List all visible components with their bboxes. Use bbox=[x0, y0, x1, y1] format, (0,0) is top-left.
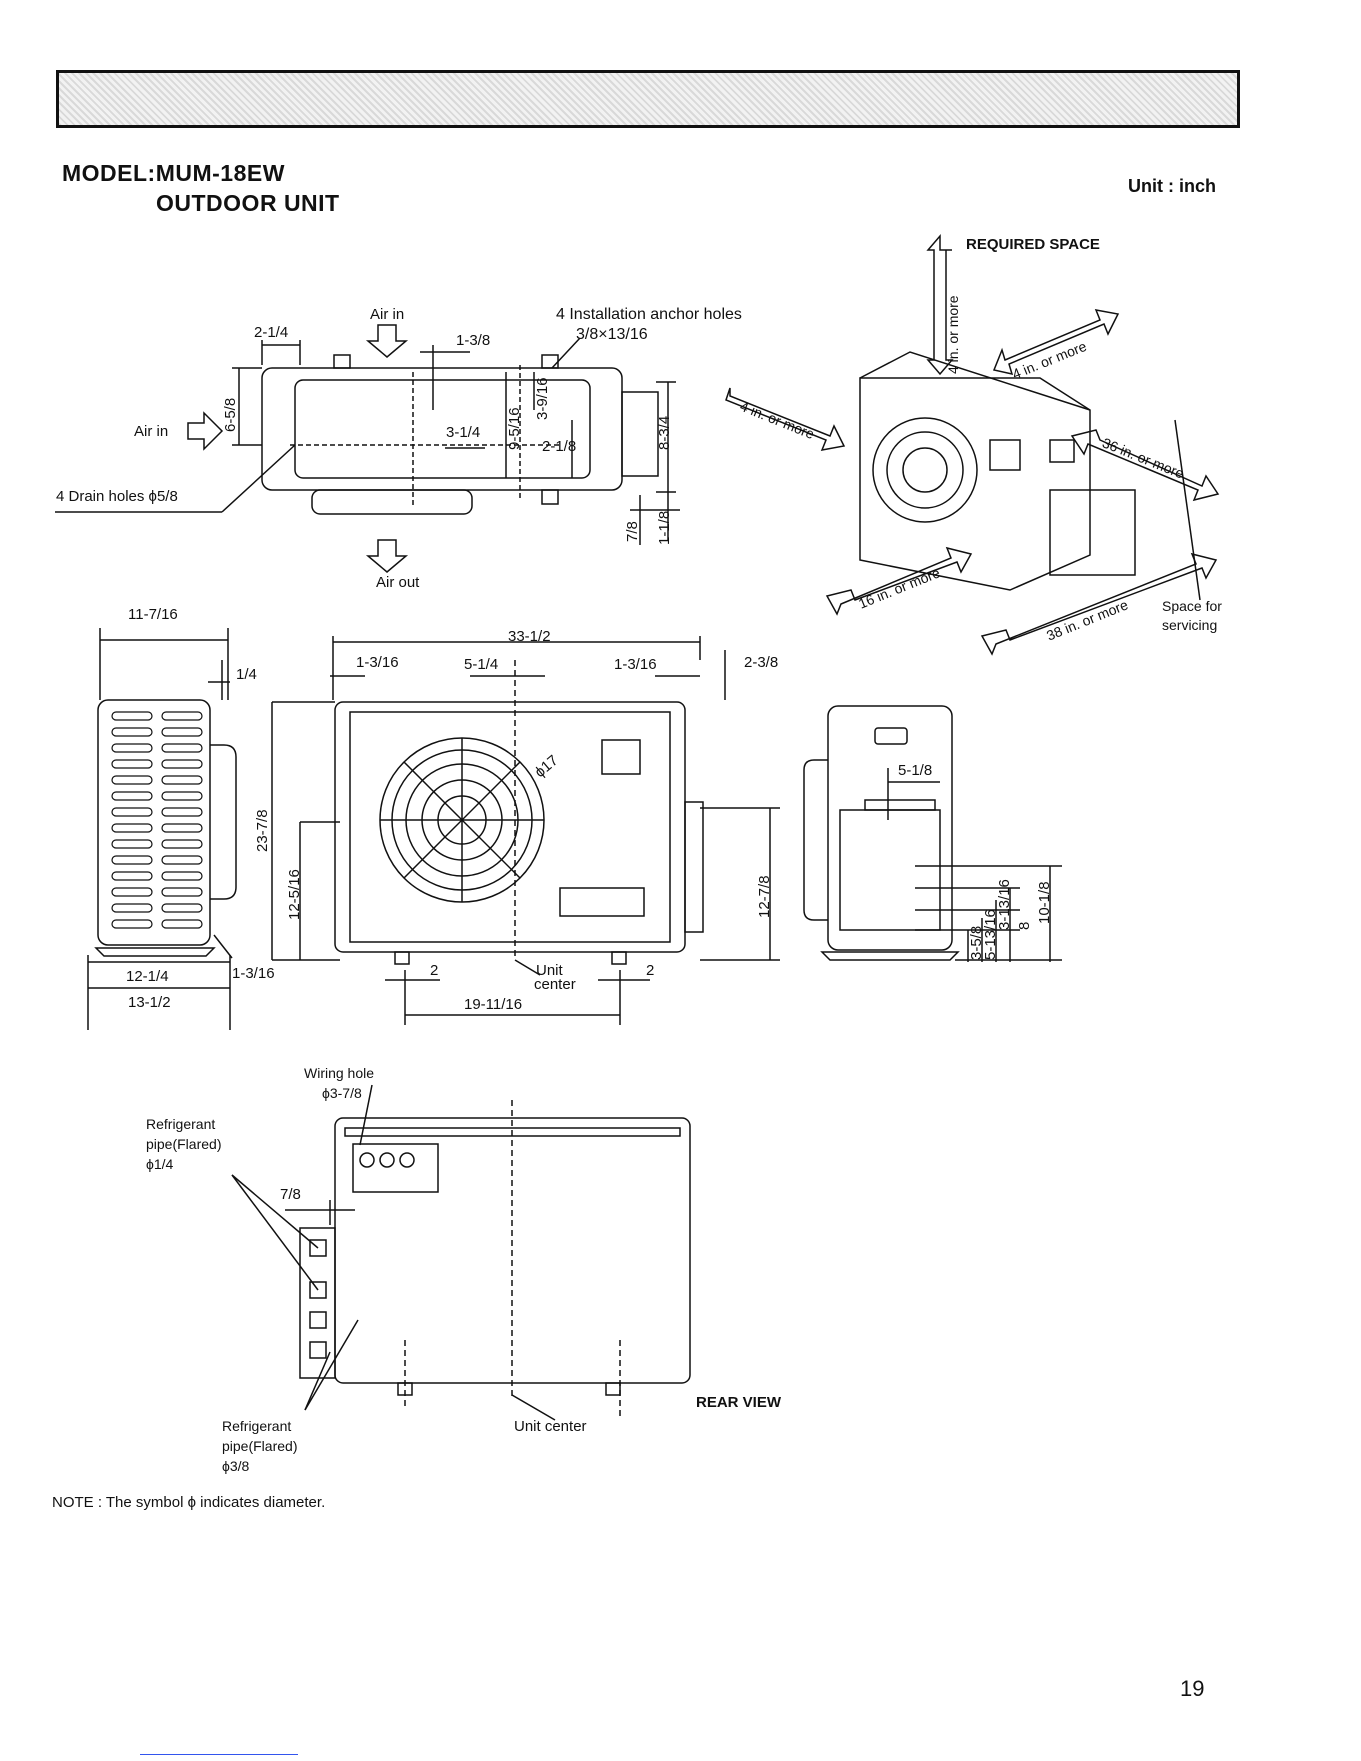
dim-side: 1-3/16 bbox=[232, 965, 275, 982]
dim-protrude: 2-3/8 bbox=[744, 654, 779, 671]
page-number: 19 bbox=[1180, 1676, 1205, 1701]
air-in-left-label: Air in bbox=[134, 423, 169, 440]
air-in-arrow-left bbox=[187, 411, 224, 451]
dim-label: 2-1/8 bbox=[542, 438, 577, 455]
air-in-arrow-top bbox=[365, 324, 409, 358]
air-in-top-label: Air in bbox=[370, 306, 405, 323]
space-top-label: 4 in. or more bbox=[945, 295, 961, 374]
refrig-b-label-3: ϕ3/8 bbox=[222, 1458, 250, 1474]
side-dim: 5-1/8 bbox=[898, 762, 933, 779]
wiring-hole-label: Wiring hole bbox=[304, 1065, 375, 1081]
dim-foot1: 12-1/4 bbox=[126, 968, 169, 985]
dim-right-off: 1-3/16 bbox=[614, 656, 657, 673]
refrig-b-label-1: Refrigerant bbox=[222, 1418, 292, 1434]
note-text: NOTE : The symbol ϕ indicates diameter. bbox=[52, 1494, 326, 1511]
dim-label: 3-9/16 bbox=[534, 377, 551, 420]
dim-inner: 12-5/16 bbox=[286, 869, 303, 920]
front-view bbox=[271, 636, 780, 1025]
dim-depth: 11-7/16 bbox=[128, 606, 178, 623]
dim-left-off: 1-3/16 bbox=[356, 654, 399, 671]
air-out-label: Air out bbox=[376, 574, 420, 591]
dim-label: 9-5/16 bbox=[506, 407, 523, 450]
side-view-left bbox=[87, 628, 237, 1030]
header-banner bbox=[56, 70, 1240, 128]
unit-center-label-1: Unit bbox=[536, 962, 563, 979]
rear-view bbox=[231, 1084, 691, 1421]
side-dim: 8 bbox=[1016, 921, 1033, 930]
drain-holes-label: 4 Drain holes ϕ5/8 bbox=[56, 488, 178, 505]
dim-right-h: 12-7/8 bbox=[756, 875, 773, 918]
dim-label: 1-1/8 bbox=[656, 510, 673, 545]
right-side-view bbox=[803, 705, 1062, 962]
wiring-hole-size: ϕ3-7/8 bbox=[322, 1085, 362, 1101]
footer-link-line bbox=[140, 1754, 298, 1755]
required-space-title: REQUIRED SPACE bbox=[966, 236, 1100, 253]
dim-label: 1-3/8 bbox=[456, 332, 491, 349]
dim-label: 6-5/8 bbox=[222, 397, 239, 432]
side-dim: 5-13/16 bbox=[982, 909, 999, 960]
model-title: MODEL:MUM-18EW bbox=[62, 160, 285, 186]
unit-label: Unit : inch bbox=[1128, 176, 1216, 196]
unit-subtitle: OUTDOOR UNIT bbox=[156, 190, 340, 216]
dim-height: 23-7/8 bbox=[254, 809, 271, 852]
dim-quarter: 1/4 bbox=[236, 666, 257, 683]
refrig-b-label-2: pipe(Flared) bbox=[222, 1438, 298, 1454]
anchor-holes-label: 4 Installation anchor holes bbox=[556, 306, 742, 323]
perspective-view bbox=[725, 233, 1220, 656]
dim-foot2: 13-1/2 bbox=[128, 994, 171, 1011]
side-dim: 10-1/8 bbox=[1036, 881, 1053, 924]
dim-label: 7/8 bbox=[624, 521, 641, 542]
dim-label: 3-1/4 bbox=[446, 424, 481, 441]
top-view-outline bbox=[261, 354, 659, 515]
dim-foot-b: 2 bbox=[646, 962, 655, 979]
refrig-a-label-2: pipe(Flared) bbox=[146, 1136, 222, 1152]
air-out-arrow bbox=[365, 539, 409, 573]
dim-foot-a: 2 bbox=[430, 962, 439, 979]
dim-width: 33-1/2 bbox=[508, 628, 551, 645]
unit-center-rear: Unit center bbox=[514, 1418, 587, 1435]
anchor-size-label: 3/8×13/16 bbox=[576, 326, 648, 343]
rear-view-label: REAR VIEW bbox=[696, 1394, 782, 1411]
dim-mid: 5-1/4 bbox=[464, 656, 499, 673]
space-for-servicing-2: servicing bbox=[1162, 617, 1218, 633]
space-for-servicing-1: Space for bbox=[1162, 598, 1222, 614]
refrig-a-label-1: Refrigerant bbox=[146, 1116, 216, 1132]
dim-center-span: 19-11/16 bbox=[464, 996, 523, 1013]
refrig-a-label-3: ϕ1/4 bbox=[146, 1156, 174, 1172]
dim-78: 7/8 bbox=[280, 1186, 301, 1203]
unit-center-label-2: center bbox=[534, 976, 576, 993]
dim-label: 2-1/4 bbox=[254, 324, 289, 341]
dim-label: 8-3/4 bbox=[656, 415, 673, 450]
